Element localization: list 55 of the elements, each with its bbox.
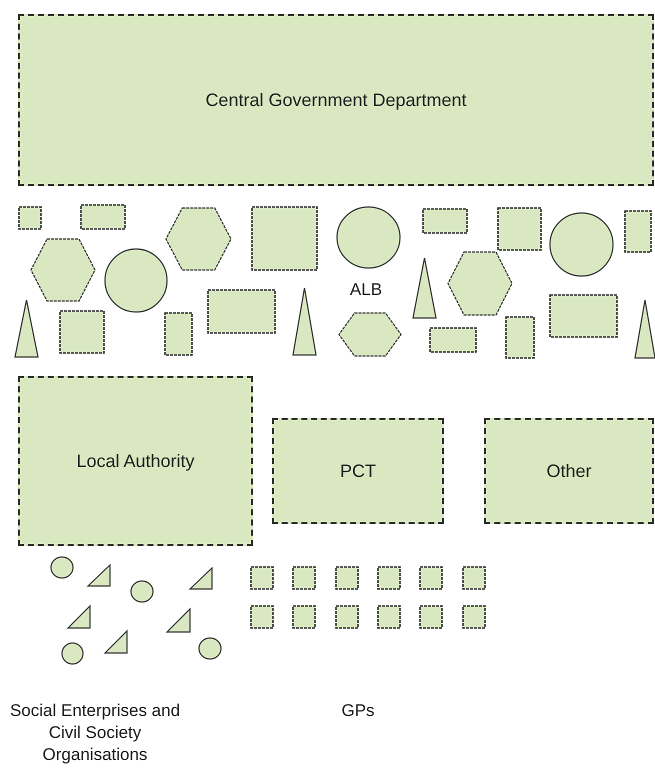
group-label: ALB (348, 279, 384, 301)
circle-shape (104, 248, 168, 313)
square-shape (335, 566, 359, 590)
circle-shape (549, 212, 614, 277)
square-shape (422, 208, 468, 234)
organisation-box (18, 14, 654, 186)
square-shape (377, 605, 401, 629)
square-shape (429, 327, 477, 353)
group-label: GPs (340, 700, 376, 722)
hexagon-shape (338, 312, 402, 357)
circle-shape (198, 637, 222, 660)
square-shape (207, 289, 276, 334)
triangle-shape (66, 604, 91, 629)
square-shape (462, 605, 486, 629)
triangle-shape (412, 257, 437, 319)
triangle-shape (166, 608, 191, 633)
organisation-box (272, 418, 444, 524)
square-shape (164, 312, 193, 356)
square-shape (18, 206, 42, 230)
triangle-shape (292, 287, 317, 356)
hexagon-shape (447, 251, 513, 316)
square-shape (624, 210, 652, 253)
square-shape (377, 566, 401, 590)
square-shape (251, 206, 318, 271)
hexagon-shape (30, 238, 96, 302)
square-shape (292, 566, 316, 590)
square-shape (59, 310, 105, 354)
circle-shape (50, 556, 74, 579)
triangle-shape (634, 299, 655, 359)
square-shape (419, 605, 443, 629)
group-label: Social Enterprises and Civil Society Organisations (8, 700, 182, 766)
triangle-shape (188, 566, 213, 590)
square-shape (462, 566, 486, 590)
organisation-name: Other (546, 460, 592, 482)
triangle-shape (86, 564, 111, 587)
square-shape (292, 605, 316, 629)
hexagon-shape (165, 207, 232, 271)
square-shape (80, 204, 126, 230)
triangle-shape (14, 299, 39, 358)
square-shape (250, 566, 274, 590)
organisation-box (484, 418, 654, 524)
square-shape (549, 294, 618, 338)
square-shape (505, 316, 535, 359)
circle-shape (336, 206, 401, 269)
organisation-name: Local Authority (76, 450, 195, 472)
square-shape (250, 605, 274, 629)
square-shape (497, 207, 542, 251)
circle-shape (61, 642, 84, 665)
circle-shape (130, 580, 154, 603)
square-shape (419, 566, 443, 590)
organisation-name: PCT (340, 460, 376, 482)
organisation-name: Central Government Department (205, 90, 467, 110)
organisation-box (18, 376, 253, 546)
square-shape (335, 605, 359, 629)
triangle-shape (104, 630, 128, 654)
